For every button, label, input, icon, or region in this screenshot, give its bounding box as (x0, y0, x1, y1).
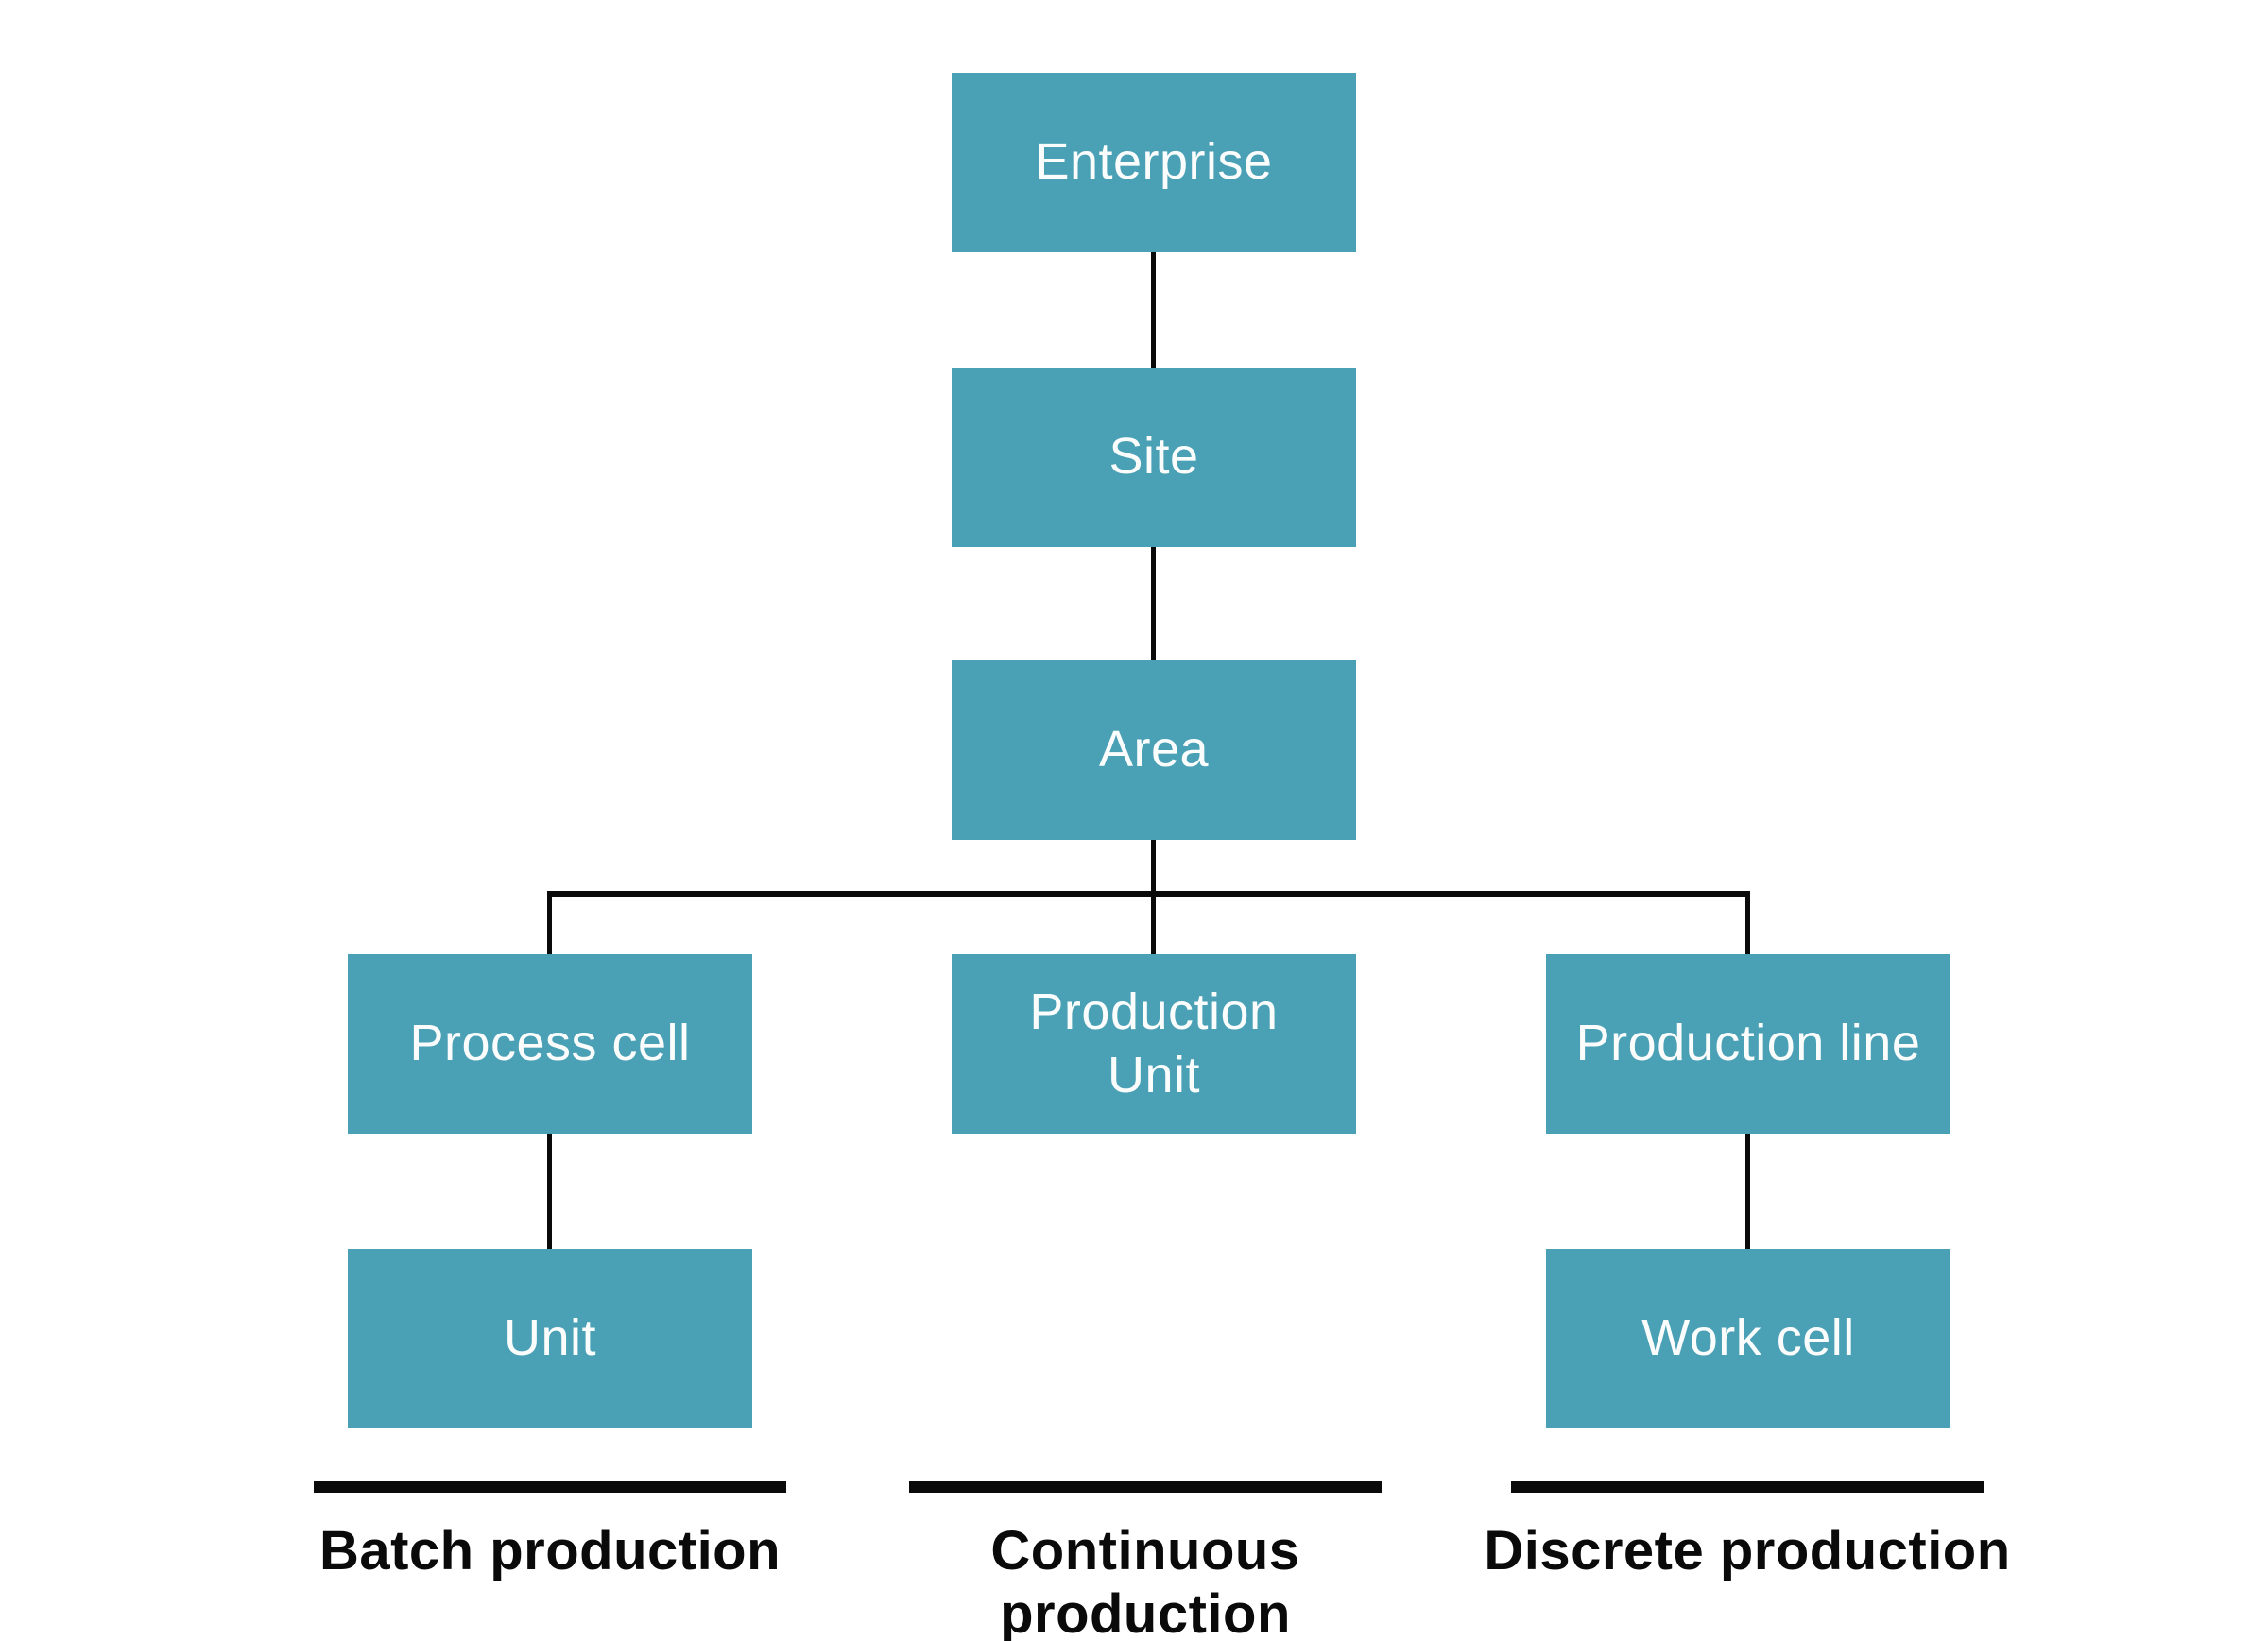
node-site: Site (952, 368, 1356, 547)
label-batch-production: Batch production (318, 1520, 782, 1581)
connector-enterprise-site (1151, 250, 1156, 369)
connector-branch-process-cell (547, 891, 552, 956)
connector-site-area (1151, 545, 1156, 662)
node-process-cell: Process cell (348, 954, 752, 1134)
node-production-line: Production line (1546, 954, 1950, 1134)
node-enterprise: Enterprise (952, 73, 1356, 252)
label-discrete-production: Discrete production (1484, 1520, 2011, 1581)
label-continuous-production: Continuous production (990, 1520, 1300, 1641)
connector-branch-horizontal (547, 891, 1749, 897)
connector-process-cell-unit (547, 1132, 552, 1251)
node-area: Area (952, 660, 1356, 840)
node-work-cell: Work cell (1546, 1249, 1950, 1428)
underline-continuous-production (909, 1481, 1382, 1493)
connector-branch-production-line (1745, 891, 1750, 956)
node-production-unit: Production Unit (952, 954, 1356, 1134)
underline-discrete-production (1511, 1481, 1984, 1493)
underline-batch-production (314, 1481, 786, 1493)
connector-production-line-work-cell (1745, 1132, 1750, 1251)
node-unit: Unit (348, 1249, 752, 1428)
